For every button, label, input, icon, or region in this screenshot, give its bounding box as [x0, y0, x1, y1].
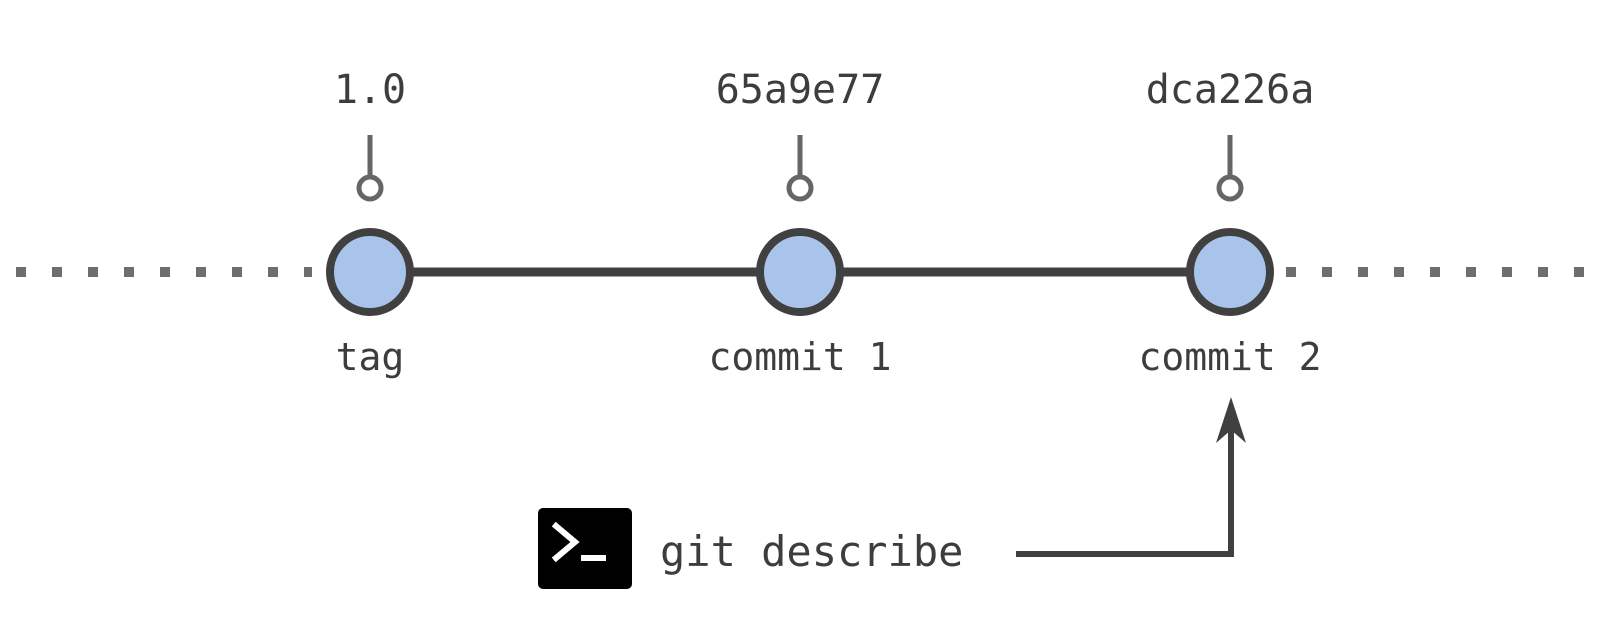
ref-pin-head: [1216, 174, 1244, 202]
commit-node-commit-1: 65a9e77 commit 1: [708, 67, 891, 379]
result-arrow: [1016, 397, 1246, 557]
commit-label: tag: [336, 335, 405, 379]
commit-node-commit-2: dca226a commit 2: [1138, 67, 1321, 379]
git-describe-command: git describe: [660, 527, 963, 576]
terminal-icon: [538, 508, 632, 589]
commit-label: commit 1: [708, 335, 891, 379]
ref-label: 1.0: [334, 67, 406, 113]
ref-pin-head: [786, 174, 814, 202]
ref-label: 65a9e77: [716, 67, 885, 113]
commit-circle: [326, 228, 414, 316]
commit-node-tag: 1.0 tag: [326, 67, 414, 379]
commit-circle: [756, 228, 844, 316]
ref-pin-head: [356, 174, 384, 202]
commit-circle: [1186, 228, 1274, 316]
ref-label: dca226a: [1146, 67, 1315, 113]
commit-label: commit 2: [1138, 335, 1321, 379]
arrow-head: [1216, 397, 1246, 443]
